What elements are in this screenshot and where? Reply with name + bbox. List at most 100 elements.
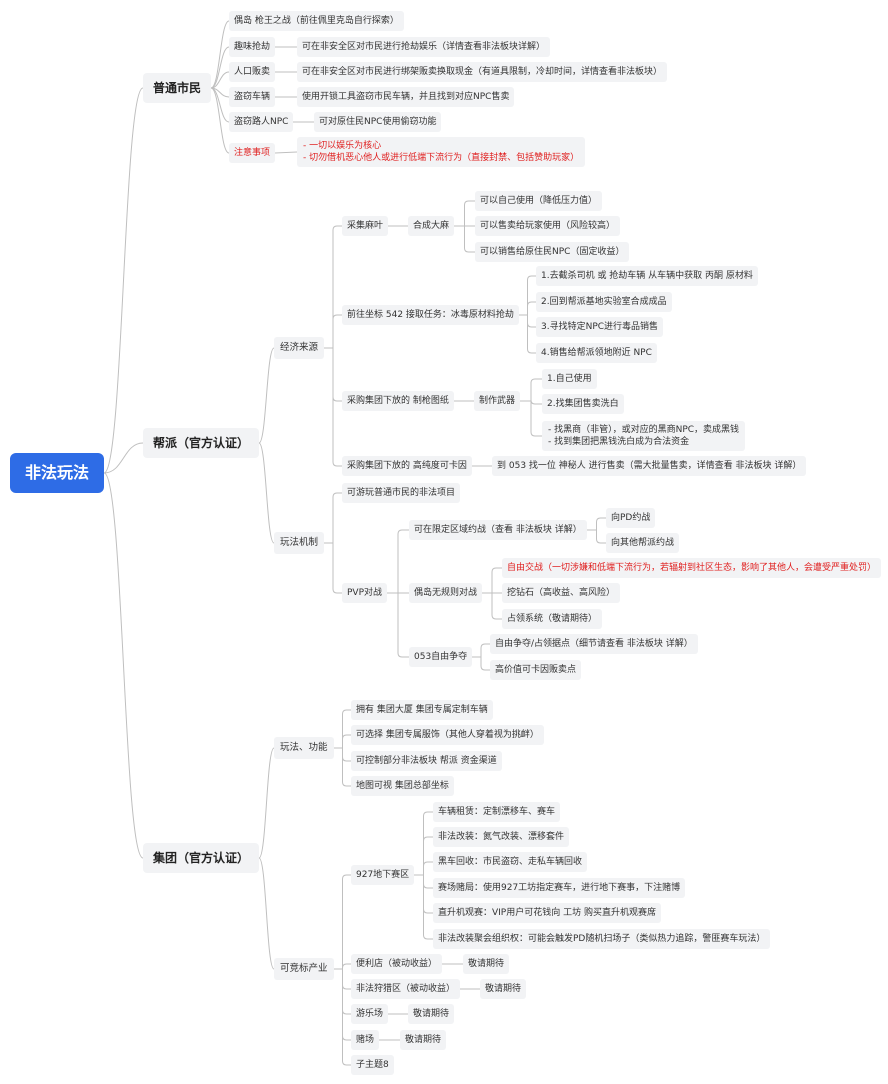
connector xyxy=(103,472,144,859)
connector xyxy=(103,87,144,474)
weapon-sell[interactable]: 2.找集团售卖洗白 xyxy=(542,394,624,414)
industry-race[interactable]: 927地下赛区 xyxy=(351,865,415,885)
feature-building[interactable]: 拥有 集团大厦 集团专属定制车辆 xyxy=(351,700,493,720)
hunt-value[interactable]: 敬请期待 xyxy=(480,979,527,999)
industry-store[interactable]: 便利店（被动收益） xyxy=(351,954,443,974)
weapon-self[interactable]: 1.自己使用 xyxy=(542,369,597,389)
053-contest[interactable]: 自由争夺/占领据点（细节请查看 非法板块 详解） xyxy=(490,634,698,654)
synth-self[interactable]: 可以自己使用（降低压力值） xyxy=(475,191,603,211)
connector xyxy=(342,874,351,969)
rules-diamond[interactable]: 挖钻石（高收益、高风险） xyxy=(502,583,621,603)
pvp-zone[interactable]: 可在限定区域约战（查看 非法板块 详解） xyxy=(409,520,587,540)
connector xyxy=(423,861,433,875)
civilian-pickpocket-desc[interactable]: 可对原住民NPC使用偷窃功能 xyxy=(314,112,442,132)
rules-free-fight[interactable]: 自由交战（一切涉嫌和低端下流行为，若辐射到社区生态，影响了其他人，会遭受严重处罚… xyxy=(502,558,882,578)
connector xyxy=(491,567,502,593)
economy-hemp[interactable]: 采集麻叶 xyxy=(342,216,389,236)
feature-outfit[interactable]: 可选择 集团专属服饰（其他人穿着视为挑衅） xyxy=(351,725,544,745)
cocaine-desc[interactable]: 到 053 找一位 神秘人 进行售卖（需大批量售卖，详情查看 非法板块 详解） xyxy=(492,456,807,476)
gang-play[interactable]: 玩法机制 xyxy=(274,532,325,554)
casino-value[interactable]: 敬请期待 xyxy=(400,1030,447,1050)
civilian-robbery[interactable]: 趣味抢劫 xyxy=(229,37,276,57)
feature-funds[interactable]: 可控制部分非法板块 帮派 资金渠道 xyxy=(351,751,502,771)
economy-synth[interactable]: 合成大麻 xyxy=(408,216,455,236)
group-industry[interactable]: 可竞标产业 xyxy=(274,958,334,980)
synth-players[interactable]: 可以售卖给玩家使用（风险较高） xyxy=(475,216,621,236)
connector xyxy=(342,748,351,762)
connector xyxy=(480,643,490,657)
civilian-pickpocket[interactable]: 盗窃路人NPC xyxy=(229,112,294,132)
connector xyxy=(258,857,275,970)
task-step-2[interactable]: 2.回到帮派基地实验室合成成品 xyxy=(536,292,672,312)
connector xyxy=(103,442,144,474)
053-cocaine-spot[interactable]: 高价值可卡因贩卖点 xyxy=(490,660,582,680)
civilian-trafficking[interactable]: 人口贩卖 xyxy=(229,62,276,82)
civilian-car-theft-desc[interactable]: 使用开锁工具盗窃市民车辆，并且找到对应NPC售卖 xyxy=(297,87,515,107)
branch-civilian[interactable]: 普通市民 xyxy=(143,73,212,103)
industry-park[interactable]: 游乐场 xyxy=(351,1004,389,1024)
race-helicopter[interactable]: 直升机观赛：VIP用户可花钱向 工坊 购买直升机观赛席 xyxy=(433,903,661,923)
economy-cocaine[interactable]: 采购集团下放的 高纯度可卡因 xyxy=(342,456,472,476)
task-step-4[interactable]: 4.销售给帮派领地附近 NPC xyxy=(536,343,657,363)
blueprint-weapon[interactable]: 制作武器 xyxy=(474,391,521,411)
connector xyxy=(423,875,433,914)
root-topic[interactable]: 非法玩法 xyxy=(10,453,104,493)
industry-casino[interactable]: 赌场 xyxy=(351,1030,380,1050)
industry-subtopic[interactable]: 子主题8 xyxy=(351,1055,394,1075)
economy-blueprint[interactable]: 采购集团下放的 制枪图纸 xyxy=(342,391,454,411)
connector xyxy=(596,530,606,544)
connector xyxy=(464,226,475,253)
civilian-car-theft[interactable]: 盗窃车辆 xyxy=(229,87,276,107)
group-features[interactable]: 玩法、功能 xyxy=(274,737,334,759)
branch-gang[interactable]: 帮派（官方认证） xyxy=(143,428,260,458)
connector xyxy=(258,747,275,859)
feature-map[interactable]: 地图可视 集团总部坐标 xyxy=(351,776,454,796)
race-mods[interactable]: 非法改装：氮气改装、漂移套件 xyxy=(433,827,570,847)
branch-group[interactable]: 集团（官方认证） xyxy=(143,843,260,873)
play-pvp[interactable]: PVP对战 xyxy=(342,583,388,603)
industry-hunt[interactable]: 非法狩猎区（被动收益） xyxy=(351,979,461,999)
pvp-053[interactable]: 053自由争夺 xyxy=(409,647,473,667)
connector xyxy=(342,969,351,1041)
civilian-island[interactable]: 偶岛 枪王之战（前往佩里克岛自行探索） xyxy=(229,11,404,31)
task-step-3[interactable]: 3.寻找特定NPC进行毒品销售 xyxy=(536,317,664,337)
civilian-robbery-desc[interactable]: 可在非安全区对市民进行抢劫娱乐（详情查看非法板块详解） xyxy=(297,37,551,57)
connector xyxy=(530,399,542,405)
connector xyxy=(258,347,275,444)
connector xyxy=(332,314,342,348)
connector xyxy=(258,442,275,544)
zone-pd[interactable]: 向PD约战 xyxy=(606,508,656,528)
notice-line-2: - 切勿借机恶心他人或进行低端下流行为（直接封禁、包括赞助玩家） xyxy=(303,153,580,163)
economy-task[interactable]: 前往坐标 542 接取任务：冰毒原材料抢劫 xyxy=(342,305,519,325)
store-value[interactable]: 敬请期待 xyxy=(463,954,510,974)
connector xyxy=(342,963,351,969)
race-meetup[interactable]: 非法改装聚会组织权：可能会触发PD随机扫场子（类似热力追踪，警匪赛车玩法） xyxy=(433,929,771,949)
civilian-trafficking-desc[interactable]: 可在非安全区对市民进行绑架贩卖换取现金（有道具限制，冷却时间，详情查看非法板块） xyxy=(297,62,668,82)
gang-economy[interactable]: 经济来源 xyxy=(274,337,325,359)
weapon-launder[interactable]: - 找黑商（非管），或对应的黑商NPC，卖成黑钱 - 找到集团把黑钱洗白成为合法… xyxy=(542,421,746,451)
pvp-rules[interactable]: 偶岛无规则对战 xyxy=(409,583,483,603)
connector xyxy=(342,709,351,748)
rules-occupy[interactable]: 占领系统（敬请期待） xyxy=(502,609,603,629)
connector xyxy=(527,315,536,354)
task-step-1[interactable]: 1.去截杀司机 或 抢劫车辆 从车辆中获取 丙酮 原材料 xyxy=(536,266,758,286)
race-rental[interactable]: 车辆租赁：定制漂移车、赛车 xyxy=(433,802,561,822)
park-value[interactable]: 敬请期待 xyxy=(408,1004,455,1024)
connector xyxy=(527,315,536,328)
connector xyxy=(530,378,542,401)
zone-gang[interactable]: 向其他帮派约战 xyxy=(606,533,680,553)
play-civilian[interactable]: 可游玩普通市民的非法项目 xyxy=(342,483,461,503)
connector xyxy=(480,657,490,671)
race-recycle[interactable]: 黑车回收：市民盗窃、走私车辆回收 xyxy=(433,852,588,872)
civilian-notice-desc[interactable]: - 一切以娱乐为核心 - 切勿借机恶心他人或进行低端下流行为（直接封禁、包括赞助… xyxy=(297,137,586,167)
connector xyxy=(342,748,351,787)
connector xyxy=(397,593,409,658)
civilian-notice[interactable]: 注意事项 xyxy=(229,143,276,163)
synth-npc[interactable]: 可以销售给原住民NPC（固定收益） xyxy=(475,242,630,262)
launder-line-2: - 找到集团把黑钱洗白成为合法资金 xyxy=(548,437,690,447)
connector xyxy=(342,734,351,748)
connector xyxy=(397,529,409,593)
race-betting[interactable]: 赛场赌局：使用927工坊指定赛车，进行地下赛事，下注赌博 xyxy=(433,878,686,898)
connector xyxy=(210,46,230,89)
connector xyxy=(342,969,351,1066)
